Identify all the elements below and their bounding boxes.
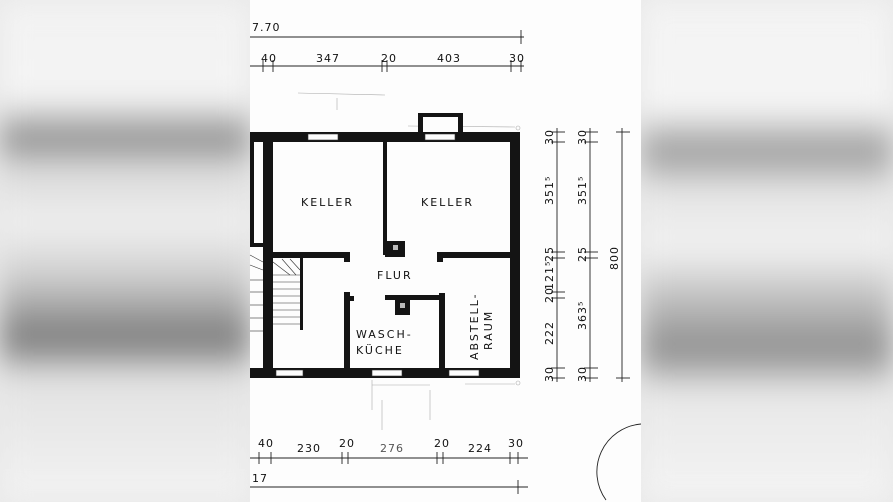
- floor-plan-sheet: [250, 0, 641, 502]
- dim-top-4: 30: [509, 52, 525, 65]
- staircase: [249, 254, 301, 332]
- dim-top-0: 40: [261, 52, 277, 65]
- dim-right-middle-1: 351⁵: [576, 176, 589, 205]
- dim-bottom-5: 224: [468, 442, 492, 455]
- dim-right-inner-1: 351⁵: [543, 176, 556, 205]
- dim-right-middle-4: 30: [576, 366, 589, 382]
- room-label-keller-right: KELLER: [421, 196, 474, 209]
- dim-right-inner-6: 30: [543, 366, 556, 382]
- dim-top-2: 20: [381, 52, 397, 65]
- room-label-abstellraum-2: RAUM: [482, 310, 495, 350]
- blurred-background-right: [641, 0, 893, 502]
- top-dimensions: 7.70 40 347 20 403 30: [250, 21, 525, 72]
- blurred-background-left: [0, 0, 250, 502]
- dim-right-inner-5: 222: [543, 321, 556, 345]
- dim-right-middle-0: 30: [576, 129, 589, 145]
- faint-sketch-lines: [297, 92, 521, 430]
- bottom-dimensions: 40 230 20 276 20 224 30 17: [250, 437, 528, 494]
- dim-right-middle-2: 25: [576, 246, 589, 262]
- dim-right-inner-2: 25: [543, 246, 556, 262]
- right-dimensions: 30 351⁵ 25 121⁵ 20 222 30 30 351⁵ 25 363…: [543, 128, 630, 382]
- dim-bottom-1: 230: [297, 442, 321, 455]
- windows: [275, 133, 480, 377]
- dim-bottom-6: 30: [508, 437, 524, 450]
- room-label-waschkueche-2: KÜCHE: [356, 344, 404, 357]
- dim-bottom-0: 40: [258, 437, 274, 450]
- dim-right-inner-4: 20: [543, 287, 556, 303]
- room-label-abstellraum-1: ABSTELL-: [468, 292, 481, 360]
- room-label-keller-left: KELLER: [301, 196, 354, 209]
- dim-top-1: 347: [316, 52, 340, 65]
- room-label-waschkueche-1: WASCH-: [356, 328, 413, 341]
- dim-right-inner-3: 121⁵: [543, 261, 556, 290]
- dim-bottom-overall: 17: [252, 472, 268, 485]
- dim-bottom-2: 20: [339, 437, 355, 450]
- dim-right-middle-3: 363⁵: [576, 301, 589, 330]
- dim-top-3: 403: [437, 52, 461, 65]
- dim-right-inner-0: 30: [543, 129, 556, 145]
- dim-bottom-3: 276: [380, 442, 404, 455]
- door-swing-arc: [596, 423, 642, 501]
- room-label-flur: FLUR: [377, 269, 413, 282]
- dim-right-outer: 800: [608, 246, 621, 270]
- dim-overall-width: 7.70: [252, 21, 281, 34]
- dim-bottom-4: 20: [434, 437, 450, 450]
